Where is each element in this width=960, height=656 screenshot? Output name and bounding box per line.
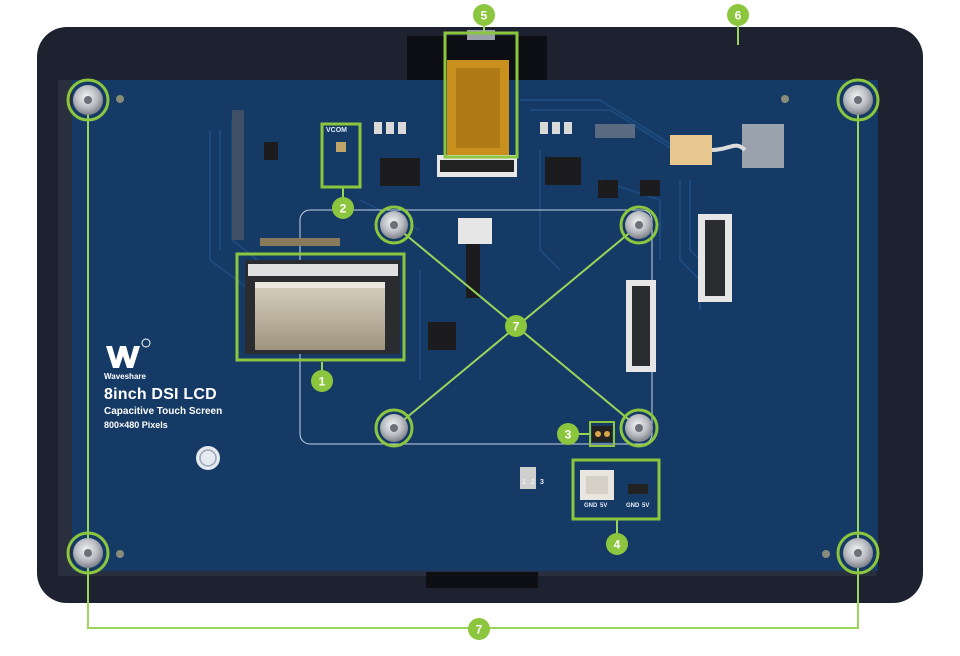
standoff-corner-tl [66, 78, 110, 122]
standoff-center-bl [374, 408, 414, 448]
callout-badge-5: 5 [473, 4, 495, 26]
standoff-center-tr [619, 205, 659, 245]
callout-badge-6: 6 [727, 4, 749, 26]
callout-badge-2: 2 [332, 197, 354, 219]
svg-text:4: 4 [614, 538, 621, 552]
callout-box-3 [589, 421, 615, 447]
callout-box-2 [320, 122, 362, 189]
standoff-center-br [619, 408, 659, 448]
callout-badge-3: 3 [557, 423, 579, 445]
callout-badge-1: 1 [311, 370, 333, 392]
ic-chips [264, 142, 660, 350]
callout-badge-4: 4 [606, 533, 628, 555]
antenna-connector [670, 124, 784, 168]
callout-box-1 [235, 252, 406, 362]
callout-badges: 1 2 3 4 5 6 7 7 [311, 4, 749, 640]
standoff-corner-tr [836, 78, 880, 122]
top-fpc-cable [437, 60, 517, 177]
callout-box-5 [443, 31, 519, 159]
smd-components [232, 110, 635, 246]
callout-badge-7-bottom: 7 [468, 618, 490, 640]
callout-box-4 [571, 458, 661, 521]
dsi-ffc-connector [245, 260, 400, 354]
standoff-center-tl [374, 205, 414, 245]
svg-text:7: 7 [476, 623, 483, 637]
callout-badge-7-center: 7 [505, 315, 527, 337]
standoff-corner-bl [66, 531, 110, 575]
power-connector [520, 467, 648, 500]
svg-text:6: 6 [735, 9, 742, 23]
side-connectors [626, 214, 732, 372]
svg-text:3: 3 [565, 428, 572, 442]
bottom-slot [426, 572, 538, 588]
standoffs [66, 78, 880, 575]
standoff-corner-br [836, 531, 880, 575]
mounting-holes [116, 95, 830, 558]
svg-text:5: 5 [481, 9, 488, 23]
svg-text:2: 2 [340, 202, 347, 216]
svg-text:1: 1 [319, 375, 326, 389]
waveshare-logo-icon [106, 338, 151, 368]
vcom-pads [592, 426, 612, 442]
callout-boxes [235, 31, 661, 521]
touch-fpc [458, 218, 492, 244]
svg-text:7: 7 [513, 320, 520, 334]
